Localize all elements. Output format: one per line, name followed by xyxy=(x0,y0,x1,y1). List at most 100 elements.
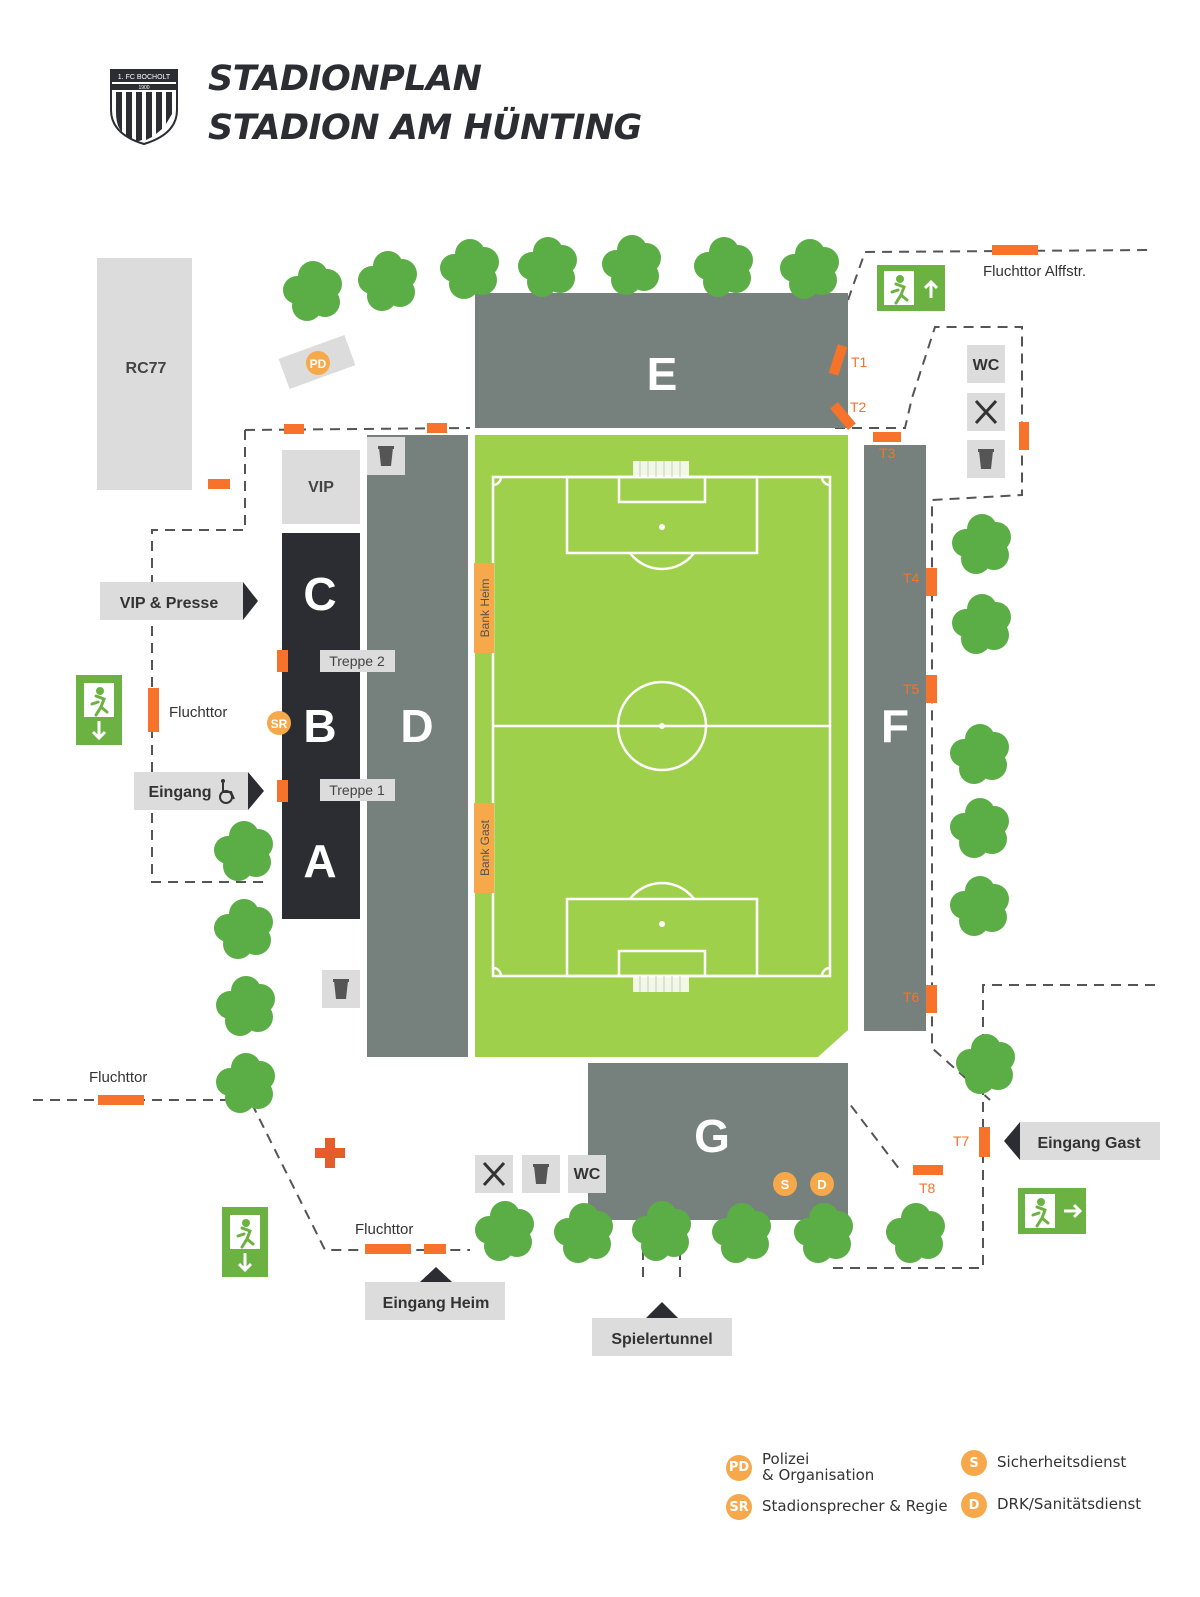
eingang-sign: Eingang xyxy=(134,772,264,810)
eingang-gast-label: Eingang Gast xyxy=(1037,1135,1141,1152)
tree xyxy=(216,1053,275,1113)
stand-d-label: D xyxy=(400,700,433,752)
legend-label: DRK/Sanitätsdienst xyxy=(997,1495,1142,1514)
cutlery-icon xyxy=(967,393,1005,431)
bench-guest-label: Bank Gast xyxy=(478,819,492,876)
legend-label: Stadionsprecher & Regie xyxy=(762,1497,948,1516)
eingang-heim-sign: Eingang Heim xyxy=(365,1267,505,1320)
tree xyxy=(440,239,499,299)
tree xyxy=(886,1203,945,1263)
gate-t8-label: T8 xyxy=(919,1180,936,1196)
tree xyxy=(956,1034,1015,1094)
emergency-exit-icon xyxy=(877,265,945,311)
wc-label: WC xyxy=(574,1166,601,1183)
legend-item-pd: PD Polizei & Organisation xyxy=(726,1450,875,1484)
legend-badge: SR xyxy=(726,1494,752,1520)
gate-t7-label: T7 xyxy=(953,1133,970,1149)
tree xyxy=(475,1201,534,1261)
vip-building xyxy=(282,450,360,524)
tree xyxy=(952,514,1011,574)
stand-g xyxy=(588,1063,848,1220)
s-badge xyxy=(773,1172,797,1196)
trash-bin-icon xyxy=(367,437,405,475)
stand-abc xyxy=(282,533,360,919)
pd-badge xyxy=(306,351,330,375)
stand-a-label: A xyxy=(303,835,336,887)
stand-d xyxy=(367,435,468,1057)
stand-f xyxy=(864,445,926,1031)
logo-year: 1900 xyxy=(138,85,149,91)
tree xyxy=(950,798,1009,858)
legend-item-s: S Sicherheitsdienst xyxy=(961,1450,1126,1476)
tree xyxy=(214,899,273,959)
trash-bin-icon xyxy=(967,440,1005,478)
legend-label: Polizei & Organisation xyxy=(762,1450,875,1484)
stairs-1-label: Treppe 1 xyxy=(329,782,385,798)
eingang-heim-label: Eingang Heim xyxy=(383,1295,490,1312)
tree xyxy=(358,251,417,311)
wc-box xyxy=(568,1155,606,1193)
legend-badge: PD xyxy=(726,1454,752,1481)
tree xyxy=(216,976,275,1036)
spielertunnel-label: Spielertunnel xyxy=(611,1331,712,1348)
stand-g-label: G xyxy=(694,1110,730,1162)
gate-t3-label: T3 xyxy=(879,445,896,461)
gate-t4-label: T4 xyxy=(903,570,920,586)
first-aid-cross-icon xyxy=(315,1138,345,1168)
gate-t1-label: T1 xyxy=(851,354,868,370)
tree xyxy=(518,237,577,297)
emergency-exit-icon xyxy=(74,673,124,747)
tree xyxy=(950,724,1009,784)
fluchttor-alffstr-label: Fluchttor Alffstr. xyxy=(983,263,1086,280)
sr-badge-text: SR xyxy=(271,717,288,731)
tree xyxy=(952,594,1011,654)
gate-t6-label: T6 xyxy=(903,989,920,1005)
rc77-label: RC77 xyxy=(126,360,167,377)
tree xyxy=(283,261,342,321)
eingang-gast-sign: Eingang Gast xyxy=(1004,1122,1160,1160)
stand-f-label: F xyxy=(881,700,909,752)
emergency-exit-icon xyxy=(220,1205,270,1279)
d-badge xyxy=(810,1172,834,1196)
pd-badge-text: PD xyxy=(310,357,327,371)
trash-bin-icon xyxy=(522,1155,560,1193)
wc-box xyxy=(967,345,1005,383)
stairs-2-label: Treppe 2 xyxy=(329,653,385,669)
eingang-label: Eingang xyxy=(148,784,211,801)
bench-guest xyxy=(474,803,494,893)
title-line-1: STADIONPLAN xyxy=(208,59,482,99)
legend-item-d: D DRK/Sanitätsdienst xyxy=(961,1492,1141,1518)
stairs-2: Treppe 2 xyxy=(277,650,395,672)
rc77-building xyxy=(97,258,192,490)
wheelchair-icon xyxy=(219,783,235,804)
bench-home xyxy=(474,563,494,653)
legend-badge: D xyxy=(961,1492,987,1518)
tree xyxy=(214,821,273,881)
spielertunnel-sign: Spielertunnel xyxy=(592,1302,732,1356)
wc-label: WC xyxy=(973,357,1000,374)
bench-home-label: Bank Heim xyxy=(478,579,492,638)
tree xyxy=(950,876,1009,936)
fluchttor-label-left: Fluchttor xyxy=(169,704,227,721)
pitch xyxy=(475,435,848,1057)
s-badge-text: S xyxy=(781,1177,790,1192)
fluchttor-label-bottom-left: Fluchttor xyxy=(89,1069,147,1086)
trash-bin-icon xyxy=(322,970,360,1008)
emergency-exit-icon xyxy=(1018,1188,1086,1234)
cutlery-icon xyxy=(475,1155,513,1193)
tree xyxy=(780,239,839,299)
club-logo: 1. FC BOCHOLT 1900 xyxy=(110,69,178,146)
vip-presse-sign: VIP & Presse xyxy=(100,582,258,620)
stand-e xyxy=(475,293,848,428)
gate-t2-label: T2 xyxy=(850,399,867,415)
legend-badge: S xyxy=(961,1450,987,1476)
d-badge-text: D xyxy=(817,1177,826,1192)
tree xyxy=(694,237,753,297)
vip-label: VIP xyxy=(308,479,334,496)
legend-label: Sicherheitsdienst xyxy=(997,1453,1127,1472)
legend-item-sr: SR Stadionsprecher & Regie xyxy=(726,1494,948,1520)
tree xyxy=(602,235,661,295)
stand-c-label: C xyxy=(303,568,336,620)
gate-markers xyxy=(98,245,1038,1254)
